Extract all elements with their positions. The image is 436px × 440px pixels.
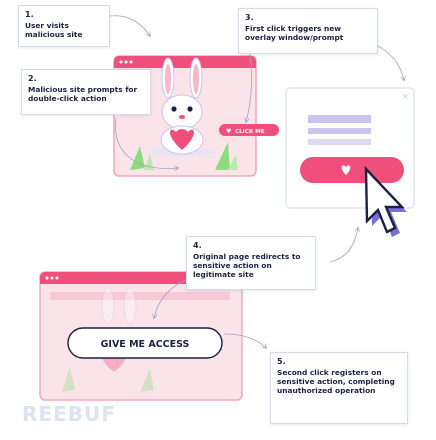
watermark-text: REEBUF: [22, 402, 116, 426]
faded-bunny-mascot-icon: [62, 287, 154, 392]
step-3-callout: 3. First click triggers new overlay wind…: [238, 8, 378, 54]
step-5-number: 5.: [277, 357, 286, 366]
bunny-mascot-icon: [147, 57, 215, 156]
step-3-text: First click triggers new overlay window/…: [245, 24, 344, 42]
arrow-step4-to-cursor: [329, 228, 358, 263]
overlay-popup-window: ×: [285, 87, 415, 209]
arrow-button-to-step5: [223, 333, 266, 348]
arrow-step2-to-bunny: [115, 117, 178, 168]
arrow-step1-to-step2: [109, 15, 150, 36]
step-4-number: 4.: [193, 241, 202, 250]
arrow-step4-to-button: [154, 277, 191, 318]
mouse-cursor-icon: [364, 165, 407, 237]
give-me-access-label: GIVE ME ACCESS: [101, 339, 190, 350]
step-2-number: 2.: [28, 74, 37, 83]
overlay-heart-button[interactable]: [300, 157, 404, 183]
step-2-callout: 2. Malicious site prompts for double-cli…: [21, 69, 151, 115]
step-1-number: 1.: [25, 10, 34, 19]
step-1-callout: 1. User visits malicious site: [18, 5, 110, 47]
step-3-number: 3.: [245, 13, 254, 22]
flow-arrows: [109, 15, 404, 348]
click-me-label: CLICK ME: [235, 129, 265, 135]
step-5-text: Second click registers on sensitive acti…: [277, 368, 395, 395]
click-me-button[interactable]: ♥ CLICK ME: [219, 124, 279, 136]
arrow-step3-to-overlay: [377, 45, 404, 80]
step-4-text: Original page redirects to sensitive act…: [193, 252, 301, 279]
step-1-text: User visits malicious site: [25, 21, 83, 39]
step-4-callout: 4. Original page redirects to sensitive …: [186, 236, 316, 290]
give-me-access-button[interactable]: [67, 327, 223, 359]
svg-text:♥: ♥: [226, 128, 231, 135]
step-2-text: Malicious site prompts for double-click …: [28, 85, 138, 103]
close-icon: ×: [402, 92, 409, 101]
step-5-callout: 5. Second click registers on sensitive a…: [270, 352, 408, 424]
